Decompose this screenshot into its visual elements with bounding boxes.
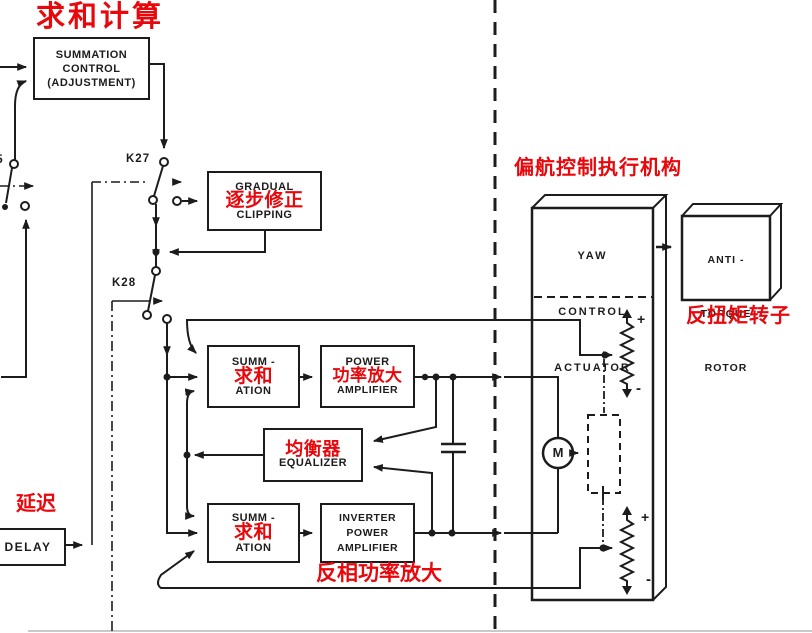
- k28-contact-side: [162, 314, 172, 324]
- inverter-amplifier-line2: POWER: [346, 526, 389, 539]
- summation-control-line1: SUMMATION: [55, 48, 128, 61]
- pot-upper-plus: +: [637, 311, 646, 327]
- annotation-inverter-amp: 反相功率放大: [316, 562, 442, 585]
- block-summation-1: SUMM - 求和 ATION: [207, 345, 300, 408]
- anti-torque-rotor-line3: ROTOR: [704, 362, 748, 374]
- summation-1-line1: SUMM -: [231, 355, 276, 368]
- wire-feedback-bottom: [157, 547, 603, 589]
- junction-pot-lower-wiper: [599, 544, 607, 552]
- pot-upper-arrow-bottom: [622, 389, 632, 398]
- gradual-clipping-line2: CLIPPING: [236, 208, 293, 221]
- rotor-box-side: [769, 204, 782, 301]
- block-delay: DELAY: [0, 528, 66, 566]
- wire-column-to-summations: [166, 323, 199, 537]
- annotation-anti-torque-rotor: 反扭矩转子: [686, 305, 791, 327]
- wire-eq-split-down: [185, 455, 196, 520]
- pot-lower-arrow-top: [622, 506, 632, 515]
- yaw-actuator-text: YAW CONTROL ACTUATOR: [532, 214, 653, 410]
- k27-contact-bottom: [148, 195, 158, 205]
- left-switch-contact-top: [9, 159, 19, 169]
- pot-upper-minus: -: [636, 380, 641, 397]
- piston-dashed-rect: [587, 414, 621, 494]
- summation-2-line2: ATION: [235, 541, 272, 554]
- yaw-actuator-line1: YAW: [577, 250, 608, 262]
- k28-label: K28: [112, 277, 137, 289]
- block-power-amplifier: POWER 功率放大 AMPLIFIER: [320, 345, 415, 408]
- annotation-equalizer: 均衡器: [285, 439, 341, 460]
- left-switch-contact-side: [20, 201, 30, 211]
- summation-control-line3: (ADJUSTMENT): [47, 76, 136, 89]
- summation-1-line2: ATION: [235, 385, 272, 398]
- pot-lower-minus: -: [646, 571, 651, 588]
- wire-eq-split-up: [184, 388, 196, 455]
- inverter-amplifier-line1: INVERTER: [338, 511, 397, 524]
- junction-column-summ1: [163, 373, 171, 381]
- annotation-summation-1: 求和: [233, 365, 273, 387]
- wire-left-switch-feed: [1, 218, 30, 378]
- k27-contact-top: [159, 157, 169, 167]
- annotation-summation-2: 求和: [233, 522, 273, 544]
- rotor-box-top: [681, 203, 784, 217]
- summation-2-line1: SUMM -: [231, 512, 276, 525]
- junction-pot-upper-wiper: [601, 351, 609, 359]
- k27-label: K27: [126, 153, 151, 165]
- scan-artifact-rule: [28, 630, 812, 632]
- yaw-actuator-line2: CONTROL: [558, 306, 627, 318]
- left-switch-blade: [5, 167, 13, 204]
- anti-torque-rotor-text: ANTI - TORQUE ROTOR: [682, 220, 770, 409]
- junction-rail-bottom-a: [428, 529, 436, 537]
- pot-lower-plus: +: [641, 509, 650, 525]
- block-summation-control: SUMMATION CONTROL (ADJUSTMENT): [33, 37, 150, 100]
- junction-rail-top-a: [421, 373, 429, 381]
- block-equalizer: 均衡器 EQUALIZER: [263, 428, 363, 482]
- edge-label-fragment: 5: [0, 152, 3, 166]
- k27-contact-side: [172, 196, 182, 206]
- junction-rail-top-b: [432, 373, 440, 381]
- yaw-actuator-line3: ACTUATOR: [554, 362, 631, 374]
- anti-torque-rotor-line1: ANTI -: [707, 254, 745, 266]
- pot-lower-arrow-bottom: [622, 586, 632, 595]
- junction-rail-bottom-b: [448, 529, 456, 537]
- annotation-delay: 延迟: [16, 493, 56, 515]
- motor-label: M: [552, 445, 564, 460]
- junction-clip-return: [152, 248, 160, 256]
- k27-blade: [153, 165, 164, 197]
- power-amplifier-line2: AMPLIFIER: [336, 383, 399, 396]
- k28-blade: [147, 274, 156, 312]
- wire-eq-feed-upper: [372, 377, 437, 443]
- left-switch-pivot-dot: [2, 204, 8, 210]
- k28-contact-bottom: [142, 310, 152, 320]
- wire-eq-feed-lower: [372, 464, 433, 533]
- annotation-summation-calc: 求和计算: [36, 1, 165, 33]
- junction-eq-split: [183, 451, 191, 459]
- power-amplifier-line1: POWER: [345, 356, 390, 369]
- inverter-amplifier-line3: AMPLIFIER: [336, 541, 399, 554]
- annotation-gradual-clipping: 逐步修正: [225, 190, 304, 212]
- equalizer-line1: EQUALIZER: [278, 456, 348, 469]
- wire-summation-lower-input: [14, 80, 28, 168]
- wire-rail-top-2: [504, 376, 559, 437]
- yaw-box-top: [531, 194, 669, 209]
- block-inverter-power-amplifier: INVERTER POWER AMPLIFIER: [320, 503, 415, 563]
- wire-summation-output: [150, 63, 168, 150]
- delay-line1: DELAY: [4, 540, 52, 554]
- junction-rail-top-c: [449, 373, 457, 381]
- annotation-yaw-actuator: 偏航控制执行机构: [514, 157, 682, 179]
- pot-lower-zigzag: [618, 515, 636, 586]
- block-gradual-clipping: GRADUAL 逐步修正 CLIPPING: [207, 171, 322, 231]
- wire-clipping-return: [168, 231, 266, 256]
- anti-torque-rotor-line2: TORQUE: [700, 308, 752, 320]
- wire-feedback-top: [185, 319, 605, 356]
- annotation-power-amplifier: 功率放大: [332, 366, 403, 386]
- gradual-clipping-line1: GRADUAL: [235, 181, 294, 194]
- pot-upper-arrow-top: [622, 309, 632, 318]
- block-summation-2: SUMM - 求和 ATION: [207, 503, 300, 563]
- summation-control-line2: CONTROL: [62, 62, 121, 75]
- yaw-box-side: [652, 195, 667, 601]
- pot-upper-zigzag: [618, 318, 636, 389]
- k28-contact-top: [151, 266, 161, 276]
